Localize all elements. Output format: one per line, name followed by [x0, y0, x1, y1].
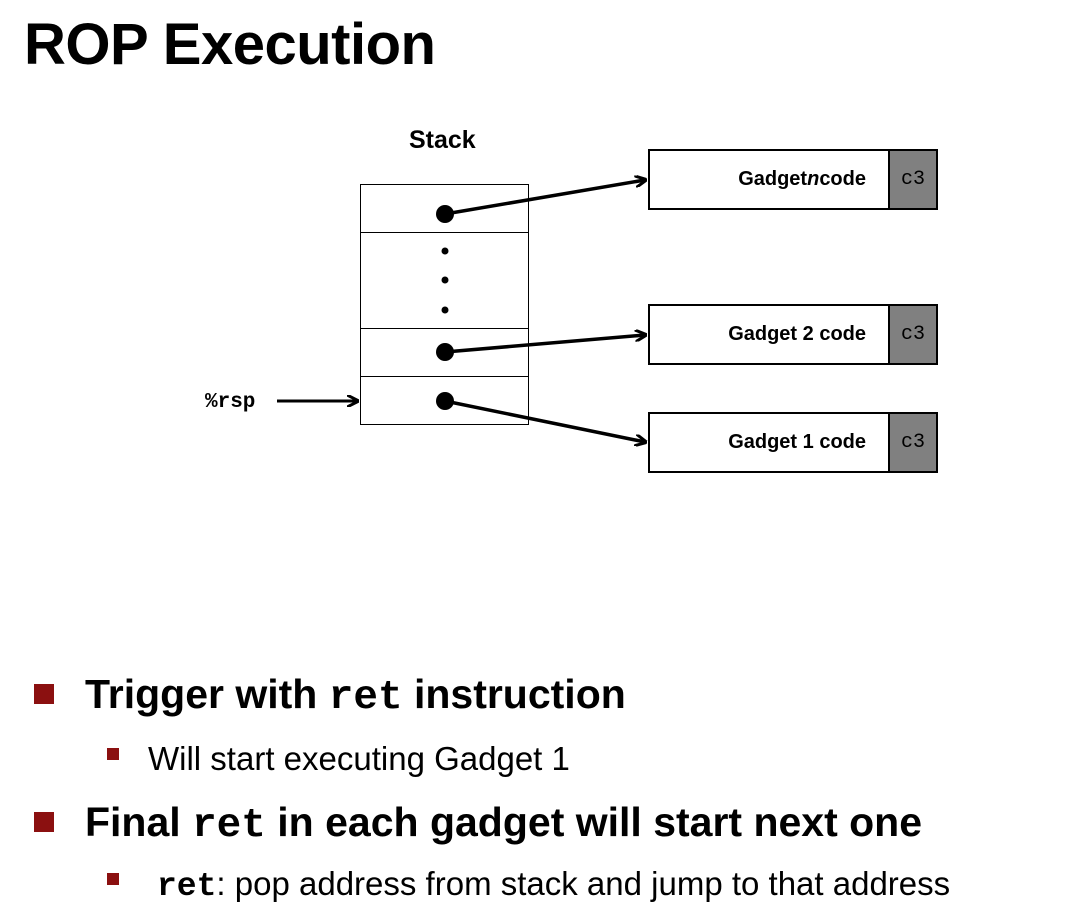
rsp-register-label: %rsp [205, 391, 256, 414]
sub-bullet-code: ret [157, 868, 217, 905]
bullet-square [34, 684, 54, 704]
stack-divider [361, 376, 528, 377]
bullet-text-after: in each gadget will start next one [265, 799, 923, 845]
gadget-1-label-text: Gadget 1 code [728, 431, 866, 453]
slide-title: ROP Execution [24, 12, 436, 77]
gadget-n-box: Gadget n code c3 [648, 149, 938, 210]
gadget-2-ret-byte: c3 [888, 306, 936, 363]
sub-bullet-text: Will start executing Gadget 1 [148, 740, 570, 777]
gadget-n-label-suffix: code [819, 168, 866, 190]
bullet-text-after: instruction [402, 671, 626, 717]
stack-divider [361, 232, 528, 233]
bullet-code: ret [192, 803, 266, 849]
gadget-n-label-italic: n [807, 168, 820, 190]
gadget-2-label-text: Gadget 2 code [728, 323, 866, 345]
gadget-1-label: Gadget 1 code [650, 414, 890, 471]
bullet-text-before: Final [85, 799, 193, 845]
gadget-1-ret-byte: c3 [888, 414, 936, 471]
sub-bullet-square [107, 748, 119, 760]
gadget-n-label-prefix: Gadget [738, 168, 808, 190]
gadget-n-ret-byte: c3 [888, 151, 936, 208]
bullet-text: Trigger with ret instruction [85, 668, 626, 724]
stack-divider [361, 328, 528, 329]
bullet-text-before: Trigger with [85, 671, 329, 717]
bullet-square [34, 812, 54, 832]
gadget-1-box: Gadget 1 code c3 [648, 412, 938, 473]
stack-label: Stack [409, 126, 476, 154]
sub-bullet-text-rest: : pop address from stack and jump to tha… [216, 865, 951, 902]
bullet-text: Final ret in each gadget will start next… [85, 796, 922, 852]
sub-bullet-square [107, 873, 119, 885]
gadget-n-label: Gadget n code [650, 151, 890, 208]
stack-column [360, 184, 529, 425]
gadget-2-box: Gadget 2 code c3 [648, 304, 938, 365]
sub-bullet-text: ret: pop address from stack and jump to … [157, 863, 950, 908]
gadget-2-label: Gadget 2 code [650, 306, 890, 363]
bullet-code: ret [328, 675, 403, 721]
